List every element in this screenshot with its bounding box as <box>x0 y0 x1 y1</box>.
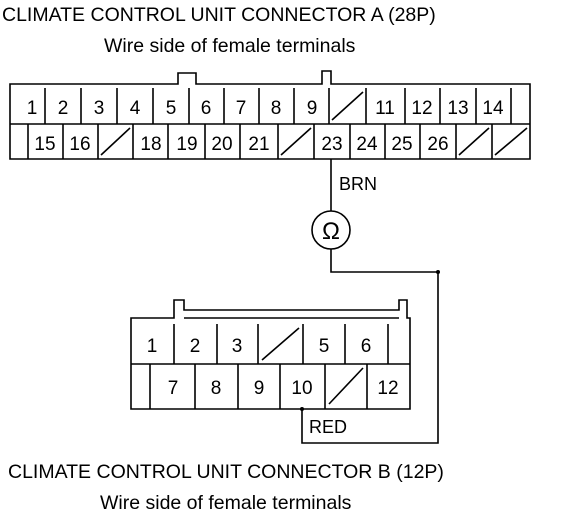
b-pin-9: 9 <box>254 378 265 399</box>
a-pin-2: 2 <box>58 98 69 119</box>
a-pin-26: 26 <box>427 134 448 155</box>
b-pin-2: 2 <box>190 336 201 357</box>
ohmmeter <box>311 210 351 250</box>
a-empty-cavity-27 <box>458 127 490 156</box>
a-pin-24: 24 <box>356 134 378 155</box>
brn-wire-label: BRN <box>339 174 377 194</box>
a-pin-19: 19 <box>176 134 197 155</box>
a-pin-4: 4 <box>130 98 141 119</box>
a-empty-cavity-10 <box>331 91 364 121</box>
b-pin-8: 8 <box>211 378 222 399</box>
a-pin-15: 15 <box>34 134 55 155</box>
a-empty-cavity-22 <box>280 127 312 156</box>
connector-a-title: CLIMATE CONTROL UNIT CONNECTOR A (28P) <box>2 4 436 26</box>
a-pin-25: 25 <box>391 134 412 155</box>
ohm-symbol: Ω <box>322 218 340 245</box>
a-pin-3: 3 <box>94 98 105 119</box>
a-pin-18: 18 <box>140 134 161 155</box>
a-pin-7: 7 <box>236 98 247 119</box>
connector-b-subtitle: Wire side of female terminals <box>100 492 352 514</box>
a-pin-11: 11 <box>375 98 395 119</box>
connector-b-body <box>130 299 411 410</box>
red-wire-label: RED <box>309 417 347 437</box>
a-pin-8: 8 <box>271 98 282 119</box>
a-pin-5: 5 <box>166 98 177 119</box>
a-pin-21: 21 <box>248 134 269 155</box>
b-pin-3: 3 <box>232 336 243 357</box>
a-pin-9: 9 <box>307 98 318 119</box>
a-pin-13: 13 <box>447 98 468 119</box>
connector-a-subtitle: Wire side of female terminals <box>104 35 356 57</box>
a-pin-6: 6 <box>201 98 212 119</box>
a-empty-cavity-17 <box>100 127 131 156</box>
connector-b-title: CLIMATE CONTROL UNIT CONNECTOR B (12P) <box>8 461 444 483</box>
a-empty-cavity-28 <box>494 127 528 156</box>
a-pin-23: 23 <box>321 134 342 155</box>
a-pin-12: 12 <box>411 98 432 119</box>
b-pin-10: 10 <box>291 378 312 399</box>
b-empty-cavity-4 <box>261 327 300 361</box>
a-pin-20: 20 <box>211 134 232 155</box>
a-pin-16: 16 <box>69 134 90 155</box>
b-pin-12: 12 <box>377 378 398 399</box>
a-pin-1: 1 <box>27 98 38 119</box>
b-pin-1: 1 <box>147 336 158 357</box>
b-empty-cavity-11 <box>328 367 364 405</box>
a-pin-14: 14 <box>482 98 504 119</box>
return-wire <box>301 249 439 444</box>
connector-a-body <box>9 70 531 160</box>
b-pin-7: 7 <box>168 378 179 399</box>
b-pin-6: 6 <box>361 336 372 357</box>
b-pin-5: 5 <box>319 336 330 357</box>
